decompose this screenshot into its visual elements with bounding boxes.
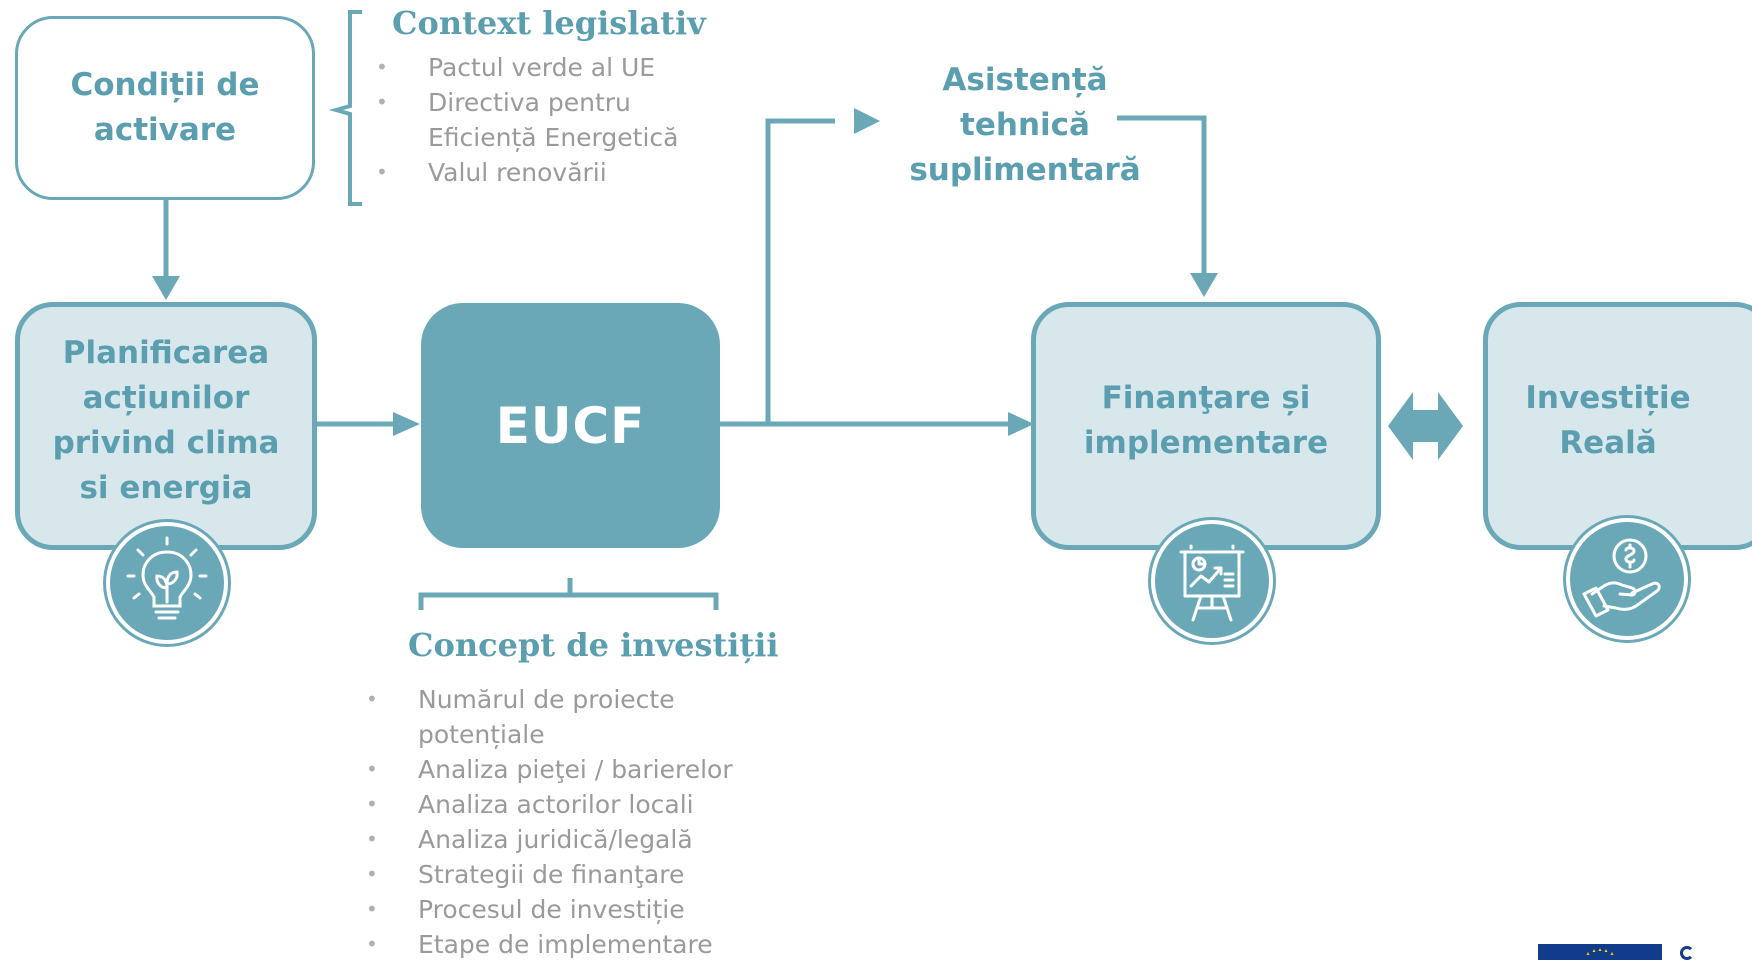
financing-implementation-label: Finanţare și implementare [1083, 380, 1329, 461]
real-investment-box: Investiție Reală [1483, 302, 1752, 550]
eucf-box: EUCF [421, 303, 720, 548]
list-item: Analiza juridică/legală [358, 822, 758, 857]
eu-flag-logo [1538, 944, 1662, 960]
climate-energy-planning-box: Planificarea acțiunilor privind clima si… [15, 302, 317, 550]
activation-conditions-label: Condiții de activare [70, 67, 260, 148]
activation-conditions-box: Condiții de activare [15, 16, 315, 200]
list-item: Procesul de investiție [358, 892, 758, 927]
technical-assistance-label: Asistență tehnică suplimentară [909, 62, 1141, 188]
list-item: Numărul de proiecte potențiale [358, 682, 698, 752]
legislative-context-list: Pactul verde al UE Directiva pentru Efic… [368, 50, 728, 190]
list-item: Etape de implementare [358, 927, 758, 962]
real-investment-label: Investiție Reală [1525, 380, 1691, 461]
eu-flag-logo-fragment [1680, 946, 1694, 960]
financing-implementation-box: Finanţare și implementare [1031, 302, 1381, 550]
legislative-context-title: Context legislativ [392, 4, 706, 42]
list-item: Pactul verde al UE [368, 50, 728, 85]
list-item: Strategii de finanţare [358, 857, 758, 892]
hand-coin-icon [1566, 518, 1688, 640]
climate-energy-planning-label: Planificarea acțiunilor privind clima si… [52, 335, 280, 506]
list-item: Analiza pieţei / barierelor [358, 752, 758, 787]
investment-concept-title: Concept de investiții [408, 626, 779, 664]
presentation-chart-icon [1151, 520, 1273, 642]
investment-concept-list: Numărul de proiecte potențiale Analiza p… [358, 682, 758, 962]
eucf-label: EUCF [495, 396, 646, 455]
list-item: Valul renovării [368, 155, 728, 190]
list-item: Directiva pentru Eficiență Energetică [368, 85, 728, 155]
lightbulb-plant-icon [106, 522, 228, 644]
list-item: Analiza actorilor locali [358, 787, 758, 822]
